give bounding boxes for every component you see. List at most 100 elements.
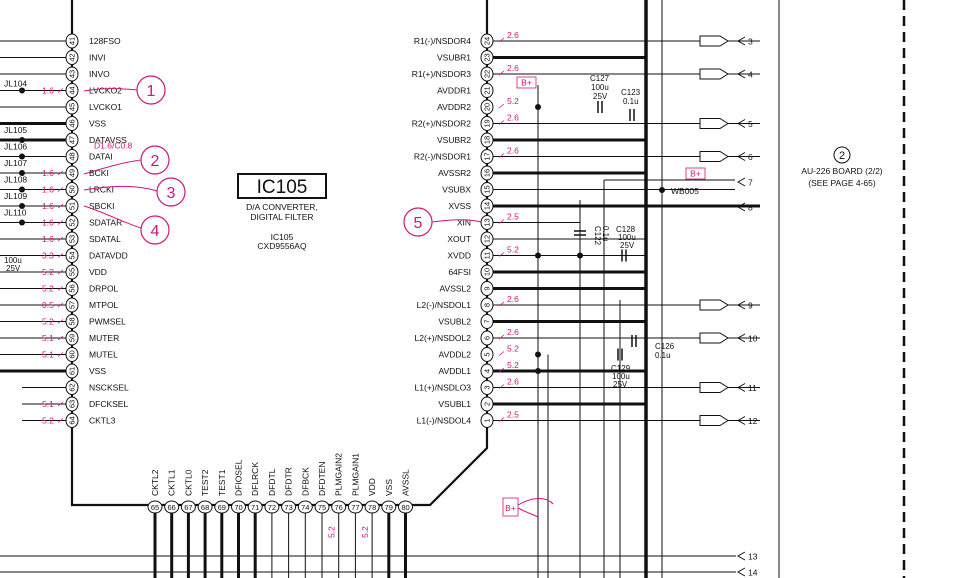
c128-value: 100u — [618, 233, 636, 242]
pin-number: 19 — [483, 119, 492, 127]
pin-voltage: 5.1 — [42, 350, 54, 360]
connector-number: 4 — [748, 70, 753, 80]
pin-marker — [65, 215, 79, 230]
junction-dot — [535, 252, 541, 259]
pin-number: 46 — [68, 119, 77, 127]
pin-name: TEST2 — [200, 469, 210, 496]
voltage-tick — [498, 153, 505, 158]
pin-name: DFIOSEL — [234, 459, 244, 496]
pin-marker — [65, 248, 79, 263]
pin-marker — [147, 500, 163, 514]
pin-marker — [231, 500, 246, 514]
pin-marker — [65, 264, 79, 280]
pin-voltage: 2.6 — [507, 146, 519, 156]
output-arrow — [699, 299, 729, 311]
c128-ref: C128 — [616, 225, 636, 234]
pin-voltage: 5.2 — [507, 96, 519, 106]
board-ref-number: 2 — [839, 150, 845, 162]
pin-number: 9 — [483, 286, 492, 290]
pin-number: 53 — [68, 235, 77, 243]
pin-number: 48 — [68, 152, 77, 160]
pin-name: L1(+)/NSDLO3 — [415, 383, 472, 393]
voltage-tick — [57, 269, 64, 275]
pin-marker — [65, 347, 79, 362]
pin-voltage: 2.6 — [507, 63, 519, 73]
output-arrow — [699, 382, 729, 393]
pin-marker — [65, 231, 79, 247]
junction-dot — [535, 368, 541, 374]
pin-voltage: 5.2 — [42, 317, 54, 327]
callout-leader — [431, 219, 482, 223]
pin-marker — [480, 215, 494, 230]
jumper-dot — [19, 203, 25, 209]
pin-marker — [65, 165, 79, 181]
callout-leader — [83, 88, 138, 92]
ic-part-number: CXD9556AQ — [257, 241, 307, 251]
jumper-dot — [19, 87, 25, 94]
pin-number: 24 — [483, 37, 492, 45]
bplus-arrow-2 — [517, 507, 539, 518]
jumper-label: JL107 — [4, 158, 27, 168]
callout-leader — [83, 205, 142, 229]
pin-number: 44 — [68, 86, 77, 94]
c128-voltage: 25V — [620, 241, 635, 250]
voltage-tick — [498, 384, 505, 389]
pin-name: SDATAR — [89, 218, 122, 228]
pin-number: 77 — [351, 503, 359, 512]
callout-number: 4 — [151, 223, 160, 240]
pin-name: L1(-)/NSDOL4 — [417, 416, 472, 426]
bplus-label-top: B+ — [521, 78, 532, 88]
pin-voltage: 5.1 — [42, 399, 54, 409]
pin-voltage: 1.6 — [42, 86, 54, 96]
pin-marker — [480, 264, 494, 280]
pin-name: PLMGAIN2 — [334, 453, 344, 496]
pin-marker — [264, 500, 280, 514]
pin-marker — [480, 165, 494, 181]
pin-marker — [65, 281, 79, 296]
pin-number: 50 — [68, 185, 77, 193]
pin-number: 59 — [68, 334, 77, 342]
ic-ref-secondary: IC105 — [271, 232, 294, 242]
pin-number: 4 — [483, 369, 492, 373]
voltage-tick — [57, 220, 64, 225]
pin-marker — [65, 396, 79, 412]
pin-marker — [65, 50, 79, 65]
pin-number: 70 — [234, 503, 242, 512]
pin-marker — [480, 198, 494, 214]
ic-desc-line2: DIGITAL FILTER — [250, 212, 313, 222]
pin-number: 16 — [483, 169, 492, 177]
connector-chevron — [736, 36, 746, 46]
connector-chevron — [736, 383, 746, 392]
pin-marker — [480, 99, 494, 115]
pin-number: 55 — [68, 268, 77, 276]
pin-voltage: 2.6 — [507, 294, 519, 304]
pin-number: 6 — [483, 336, 492, 340]
pin-voltage: 0.5 — [42, 300, 54, 310]
connector-number: 11 — [748, 383, 757, 393]
connector-number: 5 — [748, 119, 753, 129]
voltage-tick — [57, 401, 64, 407]
junction-dot — [577, 252, 583, 259]
pin-name: XIN — [457, 218, 471, 228]
pin-number: 47 — [68, 136, 77, 144]
pin-name: XVDD — [447, 251, 471, 261]
pin-name: SBCKI — [89, 201, 115, 211]
pin-marker — [480, 83, 494, 98]
pin-name: INVO — [89, 69, 110, 79]
pin-marker — [65, 198, 79, 214]
pin-number: 62 — [68, 383, 77, 391]
callout-leader — [83, 185, 158, 192]
pin-voltage: 2.5 — [507, 410, 519, 420]
pin-name: VDD — [89, 267, 107, 277]
pin-number: 75 — [318, 503, 326, 512]
pin-name: VDD — [367, 478, 377, 496]
voltage-tick — [498, 103, 505, 109]
jumper-dot — [19, 137, 25, 143]
jumper-label: JL105 — [4, 125, 27, 135]
connector-number: 6 — [748, 152, 753, 162]
pin-marker — [480, 380, 494, 395]
pin-number: 63 — [68, 400, 77, 408]
pin-voltage: 2.6 — [507, 113, 519, 123]
pin-name: LVCKO1 — [89, 102, 122, 112]
c123-value: 0.1u — [623, 97, 639, 106]
